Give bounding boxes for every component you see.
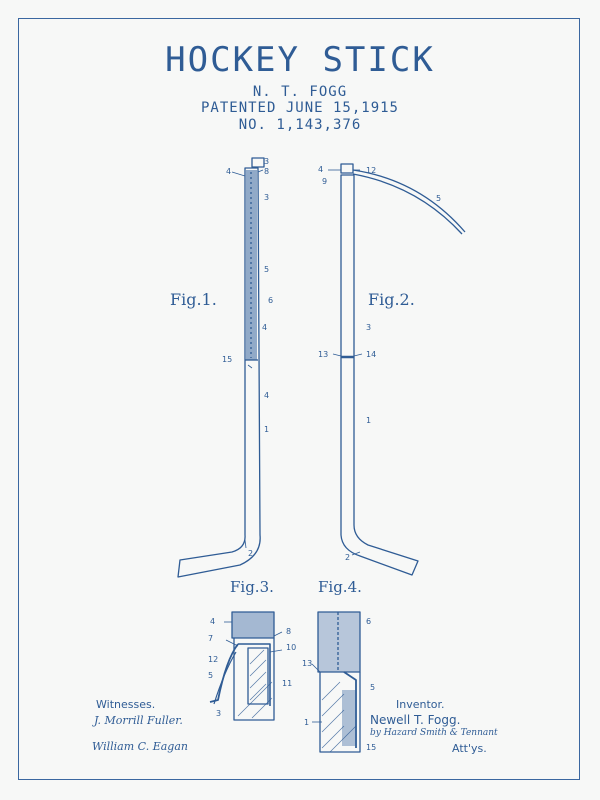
patent-date: PATENTED JUNE 15,1915 — [200, 100, 399, 116]
part-num-5c: 5 — [208, 671, 213, 680]
part-num-12b: 12 — [208, 655, 218, 664]
patent-number: NO. 1,143,376 — [238, 117, 362, 133]
part-num-6: 6 — [268, 296, 273, 305]
fig4-section — [317, 611, 361, 753]
part-num-14: 14 — [366, 350, 376, 359]
patent-title: HOCKEY STICK — [165, 40, 435, 80]
part-num-3d: 3 — [216, 709, 221, 718]
part-num-3: 3 — [264, 157, 269, 166]
part-num-4c: 4 — [264, 391, 269, 400]
part-num-4e: 4 — [210, 617, 215, 626]
inventor-short: N. T. FOGG — [252, 84, 348, 100]
part-num-15b: 15 — [366, 743, 376, 752]
part-num-4d: 4 — [318, 165, 323, 174]
witnesses-label: Witnesses. — [96, 698, 156, 711]
part-num-3b: 3 — [264, 193, 269, 202]
fig1-stick — [177, 157, 265, 578]
part-num-8b: 8 — [286, 627, 291, 636]
part-num-11: 11 — [282, 679, 292, 688]
part-num-4: 4 — [226, 167, 231, 176]
part-num-15: 15 — [222, 355, 232, 364]
fig4-label: Fig.4. — [318, 578, 362, 596]
witness-signature-1: J. Morrill Fuller. — [94, 714, 183, 727]
part-num-1b: 1 — [366, 416, 371, 425]
part-num-13: 13 — [318, 350, 328, 359]
part-num-2b: 2 — [345, 553, 350, 562]
part-num-3c: 3 — [366, 323, 371, 332]
attorney-signature: by Hazard Smith & Tennant — [370, 728, 498, 738]
inventor-name: Newell T. Fogg. — [370, 713, 461, 727]
witness-signature-2: William C. Eagan — [92, 740, 188, 753]
fig1-label: Fig.1. — [170, 290, 217, 309]
part-num-2: 2 — [248, 549, 253, 558]
fig3-section — [209, 611, 275, 721]
part-num-5: 5 — [264, 265, 269, 274]
part-num-7: 7 — [208, 634, 213, 643]
part-num-9: 9 — [322, 177, 327, 186]
fig3-label: Fig.3. — [230, 578, 274, 596]
part-num-6b: 6 — [366, 617, 371, 626]
part-num-10: 10 — [286, 643, 296, 652]
part-num-13b: 13 — [302, 659, 312, 668]
fig2-stick — [340, 163, 466, 576]
inventor-label: Inventor. — [396, 698, 445, 711]
part-num-5b: 5 — [436, 194, 441, 203]
part-num-12: 12 — [366, 166, 376, 175]
attorneys-label: Att'ys. — [452, 742, 487, 755]
part-num-5d: 5 — [370, 683, 375, 692]
part-num-4b: 4 — [262, 323, 267, 332]
part-num-1: 1 — [264, 425, 269, 434]
part-num-1c: 1 — [304, 718, 309, 727]
part-num-8: 8 — [264, 167, 269, 176]
drawing-border — [18, 18, 580, 780]
fig2-label: Fig.2. — [368, 290, 415, 309]
